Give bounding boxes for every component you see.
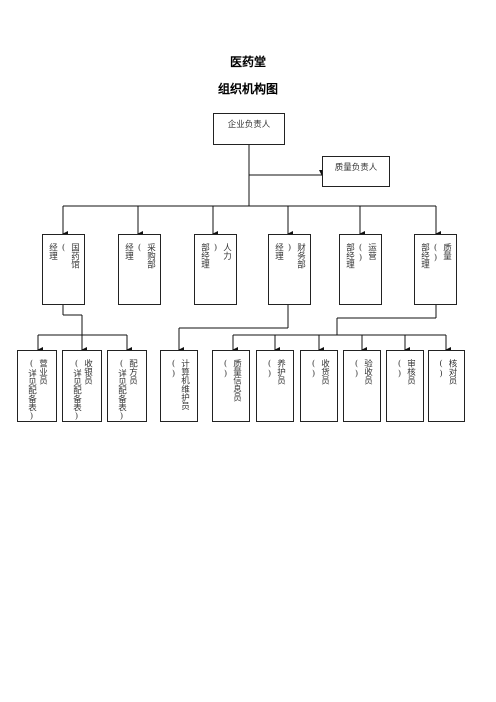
dept-col: () bbox=[355, 243, 366, 263]
quality-head-box: 质量负责人 bbox=[322, 156, 390, 187]
head-box: 企业负责人 bbox=[213, 113, 285, 145]
staff-col: () bbox=[351, 359, 362, 379]
dept-col: ( bbox=[58, 243, 69, 253]
staff-box-inspection: 验收员 () bbox=[343, 350, 381, 422]
staff-col: () bbox=[168, 359, 179, 379]
staff-col: () bbox=[394, 359, 405, 379]
dept-box-operations: 运营 () 部经理 bbox=[339, 234, 382, 305]
staff-box-maintenance: 养护员 () bbox=[256, 350, 294, 422]
staff-box-review: 审核员 () bbox=[386, 350, 424, 422]
staff-col: () bbox=[264, 359, 275, 379]
staff-col: 质量信息员 bbox=[231, 359, 242, 402]
head-label: 企业负责人 bbox=[227, 120, 271, 130]
quality-head-label: 质量负责人 bbox=[334, 163, 378, 173]
dept-col: 财务部 bbox=[295, 243, 306, 269]
staff-col: 核对员 bbox=[447, 359, 457, 385]
staff-col: 验收员 bbox=[362, 359, 373, 385]
staff-box-sales: 营业员 (详见配备表) bbox=[17, 350, 57, 422]
staff-col: (详见配备表) bbox=[116, 359, 127, 422]
dept-col: ) bbox=[210, 243, 221, 253]
dept-col: 采购部 bbox=[145, 243, 156, 269]
dept-col: 人力 bbox=[221, 243, 232, 260]
dept-col: 国药馆 bbox=[69, 243, 80, 269]
staff-col: 收银员 bbox=[82, 359, 93, 385]
staff-box-computer: 计算机维护员 () bbox=[160, 350, 198, 422]
page-title: 医药堂 bbox=[229, 55, 266, 69]
dept-box-purchasing: 采购部 ( 经理 bbox=[118, 234, 161, 305]
staff-col: 审核员 bbox=[405, 359, 416, 385]
staff-box-cashier: 收银员 (详见配备表) bbox=[62, 350, 102, 422]
staff-col: 计算机维护员 bbox=[179, 359, 190, 410]
staff-box-dispenser: 配方员 (详见配备表) bbox=[107, 350, 147, 422]
dept-box-guoyaoguan: 国药馆 ( 经理 bbox=[42, 234, 85, 305]
dept-col: () bbox=[430, 243, 441, 263]
dept-box-quality: 质量 () 部经理 bbox=[414, 234, 457, 305]
staff-col: (详见配备表) bbox=[71, 359, 82, 422]
staff-col: (详见配备表) bbox=[26, 359, 37, 422]
dept-col: 部经理 bbox=[344, 243, 355, 269]
staff-col: 配方员 bbox=[127, 359, 138, 385]
dept-col: 部经理 bbox=[199, 243, 210, 269]
staff-box-quality-info: 质量信息员 () bbox=[212, 350, 250, 422]
staff-col: 养护员 bbox=[275, 359, 286, 385]
staff-col: 收货员 bbox=[319, 359, 330, 385]
dept-col: 运营 bbox=[366, 243, 377, 260]
staff-col: 营业员 bbox=[37, 359, 48, 385]
staff-box-checker: 核对员 () bbox=[428, 350, 465, 422]
staff-box-receiving: 收货员 () bbox=[300, 350, 338, 422]
dept-col: 经理 bbox=[47, 243, 58, 260]
dept-box-finance: 财务部 ) 经理 bbox=[268, 234, 311, 305]
diagram-subtitle: 组织机构图 bbox=[217, 82, 278, 96]
dept-col: 经理 bbox=[273, 243, 284, 260]
dept-col: 部经理 bbox=[419, 243, 430, 269]
dept-col: 经理 bbox=[123, 243, 134, 260]
staff-col: () bbox=[220, 359, 231, 379]
dept-box-hr: 人力 ) 部经理 bbox=[194, 234, 237, 305]
staff-col: () bbox=[436, 359, 446, 379]
dept-col: 质量 bbox=[441, 243, 452, 260]
staff-col: () bbox=[308, 359, 319, 379]
dept-col: ( bbox=[134, 243, 145, 253]
dept-col: ) bbox=[284, 243, 295, 253]
